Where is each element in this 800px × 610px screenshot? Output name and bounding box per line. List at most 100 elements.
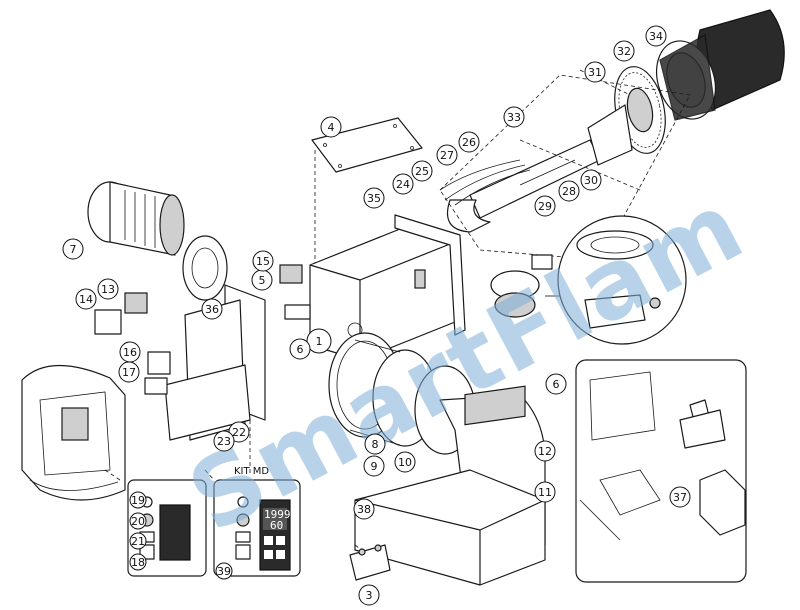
part-number: 34 [649,30,663,43]
part-number: 15 [256,255,270,268]
part-callout: 10 [394,451,416,473]
part-number: 23 [217,435,231,448]
part-number: 18 [131,556,145,569]
control-box-kit-md [213,479,301,577]
part-callout: 39 [215,562,233,580]
burner-housing [309,214,466,361]
part-callout: 36 [201,298,223,320]
part-callout: 31 [584,61,606,83]
coil-13 [124,292,148,314]
part-callout: 22 [228,421,250,443]
part-number: 4 [328,121,335,134]
part-callout: 33 [503,106,525,128]
relay-17 [144,377,168,395]
part-number: 25 [415,165,429,178]
part-number: 35 [367,192,381,205]
part-number: 1 [316,335,323,348]
part-number: 13 [101,283,115,296]
control-boards [164,264,311,441]
part-number: 3 [366,589,373,602]
part-callout: 30 [580,169,602,191]
part-number: 19 [131,494,145,507]
part-callout: 27 [436,144,458,166]
part-callout: 13 [97,278,119,300]
part-callout: 14 [75,288,97,310]
part-number: 29 [538,200,552,213]
part-number: 27 [440,149,454,162]
part-number: 10 [398,456,412,469]
part-callout: 34 [645,25,667,47]
part-callout: 6 [545,373,567,395]
part-callout: 5 [251,269,273,291]
part-number: 5 [259,274,266,287]
part-callout: 35 [363,187,385,209]
part-number: 38 [357,503,371,516]
part-callout: 9 [363,455,385,477]
ignition-electrodes [439,159,531,206]
part-number: 6 [297,343,304,356]
display-readout-1: 1999 [264,508,291,521]
part-number: 22 [232,426,246,439]
part-number: 8 [372,438,379,451]
part-number: 36 [205,303,219,316]
part-number: 30 [584,174,598,187]
part-number: 24 [396,178,410,191]
motor-flange [182,235,228,301]
part-callout: 1 [306,328,332,354]
part-number: 33 [507,111,521,124]
part-callout: 28 [558,180,580,202]
part-callout: 24 [392,173,414,195]
part-number: 11 [538,486,552,499]
part-callout: 11 [534,481,556,503]
part-number: 9 [371,460,378,473]
part-callout: 19 [129,491,147,509]
part-number: 20 [131,515,145,528]
coil-14 [94,309,122,335]
part-callout: 20 [129,512,147,530]
part-number: 12 [538,445,552,458]
nozzle-detail-inset [557,215,687,345]
air-intake-box [354,385,546,586]
part-number: 26 [462,136,476,149]
part-callout: 23 [213,430,235,452]
part-number: 17 [122,366,136,379]
part-number: 39 [217,565,231,578]
part-number: 16 [123,346,137,359]
part-number: 14 [79,293,93,306]
part-callout: 15 [252,250,274,272]
part-callout: 6 [289,338,311,360]
part-callout: 17 [118,361,140,383]
part-callout: 4 [320,116,342,138]
relay-16 [147,351,171,375]
part-number: 32 [617,45,631,58]
display-readout-2: 60 [270,519,283,532]
flame-tube [656,9,785,121]
part-callout: 38 [353,498,375,520]
kit-md-title: KIT MD [234,466,269,477]
part-number: 37 [673,491,687,504]
part-number: 6 [553,378,560,391]
part-callout: 16 [119,341,141,363]
part-callout: 32 [613,40,635,62]
part-callout: 18 [129,553,147,571]
part-number: 7 [70,243,77,256]
part-number: 21 [131,535,145,548]
gas-valve [531,254,553,270]
part-number: 31 [588,66,602,79]
front-cover-hood [21,364,126,501]
part-callout: 7 [62,238,84,260]
servo-motor-inset [575,359,747,583]
cover-plate [311,117,423,173]
electric-motor [87,181,185,256]
part-callout: 29 [534,195,556,217]
gas-fitting [349,544,391,581]
part-callout: 26 [458,131,480,153]
part-callout: 37 [669,486,691,508]
part-callout: 21 [129,532,147,550]
part-callout: 12 [534,440,556,462]
part-number: 28 [562,185,576,198]
part-callout: 3 [358,584,380,606]
part-callout: 25 [411,160,433,182]
part-callout: 8 [364,433,386,455]
